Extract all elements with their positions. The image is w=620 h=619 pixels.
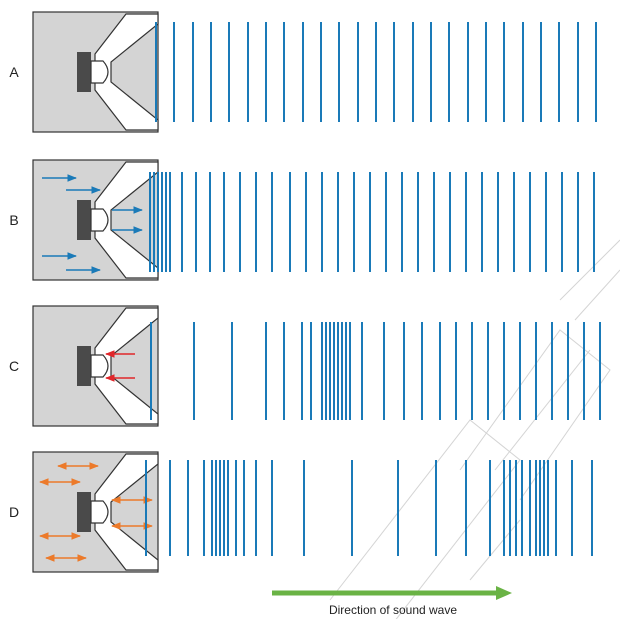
row-d: D <box>9 451 593 573</box>
direction-arrow-head <box>496 586 512 600</box>
row-label: D <box>9 504 19 520</box>
row-a: A <box>9 11 597 133</box>
speaker-horn <box>94 161 159 279</box>
row-label: A <box>9 64 19 80</box>
speaker-horn <box>94 453 159 571</box>
direction-caption: Direction of sound wave <box>329 603 457 617</box>
direction-indicator: Direction of sound wave <box>272 586 512 617</box>
speaker-magnet <box>77 200 91 240</box>
watermark-decoration <box>329 239 620 619</box>
speaker-magnet <box>77 346 91 386</box>
row-label: C <box>9 358 19 374</box>
speaker-diaphragm <box>90 208 109 232</box>
row-b: B <box>9 159 595 281</box>
speaker-diaphragm <box>90 60 109 84</box>
row-label: B <box>9 212 18 228</box>
speaker-magnet <box>77 492 91 532</box>
speaker-diaphragm <box>90 500 109 524</box>
speaker-magnet <box>77 52 91 92</box>
speaker-diaphragm <box>90 354 109 378</box>
speaker-horn <box>94 13 159 131</box>
row-c: C <box>9 305 601 427</box>
